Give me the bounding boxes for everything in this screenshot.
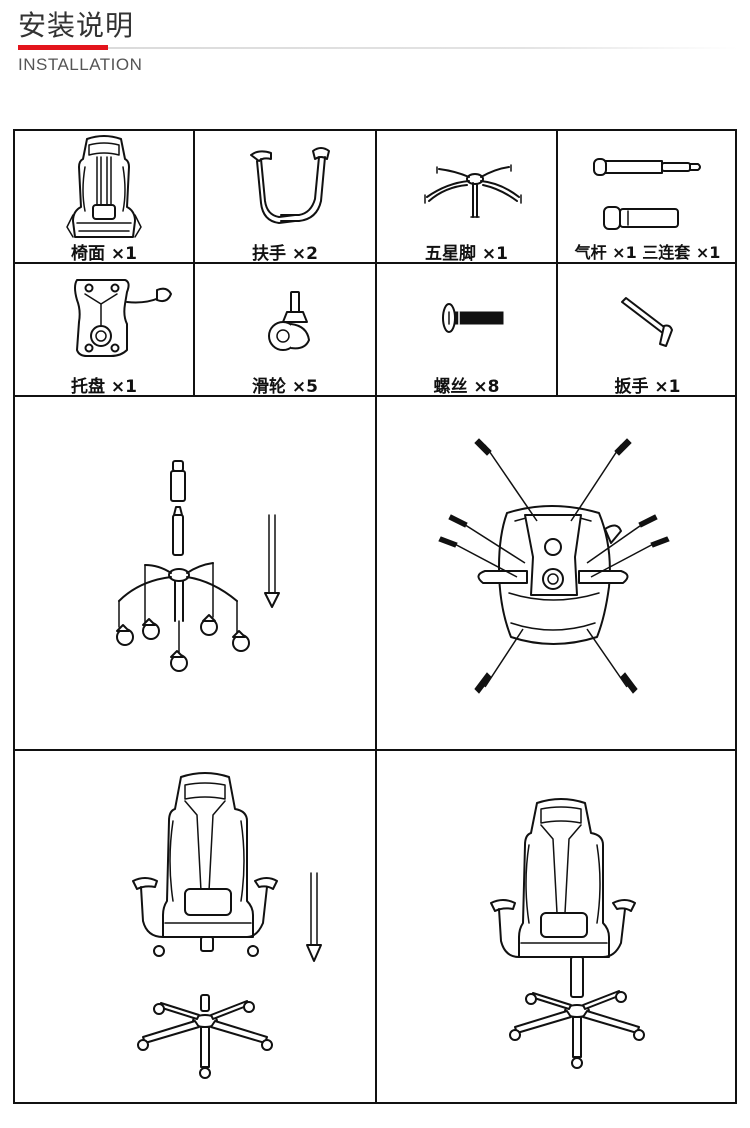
step-seat-drop [15, 751, 375, 1104]
part-label: 扶手 ×2 [252, 244, 318, 264]
part-label: 五星脚 ×1 [425, 244, 508, 264]
part-cell-gas-lift: 气杆 ×1 三连套 ×1 [558, 131, 737, 262]
tray-icon [74, 279, 172, 357]
step-tray-mounting [377, 397, 737, 749]
assembled-chair-icon [490, 798, 645, 1069]
part-label: 椅面 ×1 [71, 244, 137, 264]
part-cell-star-base: 五星脚 ×1 [377, 131, 556, 264]
screw-icon [442, 303, 504, 333]
page-title: 安装说明 [18, 9, 135, 42]
part-cell-armrest: 扶手 ×2 [195, 131, 375, 264]
caster-icon [268, 291, 310, 351]
grid-divider [15, 749, 737, 751]
wrench-icon [621, 297, 673, 347]
grid-divider [375, 131, 377, 1104]
star-base-icon [424, 164, 522, 218]
part-cell-caster: 滑轮 ×5 [195, 264, 375, 397]
page-subtitle: INSTALLATION [18, 55, 143, 74]
part-cell-wrench: 扳手 ×1 [558, 264, 737, 397]
instruction-grid: 椅面 ×1 扶手 ×2 五星脚 ×1 [13, 129, 737, 1104]
title-accent-bar [18, 45, 108, 50]
part-label: 滑轮 ×5 [252, 377, 318, 397]
title-divider [18, 47, 738, 49]
part-cell-tray: 托盘 ×1 [15, 264, 193, 397]
step-base-assembly [15, 397, 375, 749]
part-cell-seat: 椅面 ×1 [15, 131, 193, 264]
part-label: 螺丝 ×8 [433, 377, 500, 397]
part-label: 扳手 ×1 [614, 377, 681, 397]
seat-icon [66, 135, 142, 238]
part-label: 气杆 ×1 三连套 ×1 [574, 243, 721, 262]
base-assembly-icon [116, 460, 280, 672]
page-header: 安装说明 INSTALLATION [0, 0, 750, 90]
gas-lift-icon [593, 158, 701, 230]
grid-divider [15, 262, 737, 264]
grid-divider [15, 395, 737, 397]
part-cell-screw: 螺丝 ×8 [377, 264, 556, 397]
tray-mounting-icon [438, 438, 670, 694]
step-assembled-chair [377, 751, 737, 1104]
part-label: 托盘 ×1 [71, 377, 137, 397]
seat-drop-icon [132, 772, 322, 1079]
armrest-icon [250, 147, 330, 224]
